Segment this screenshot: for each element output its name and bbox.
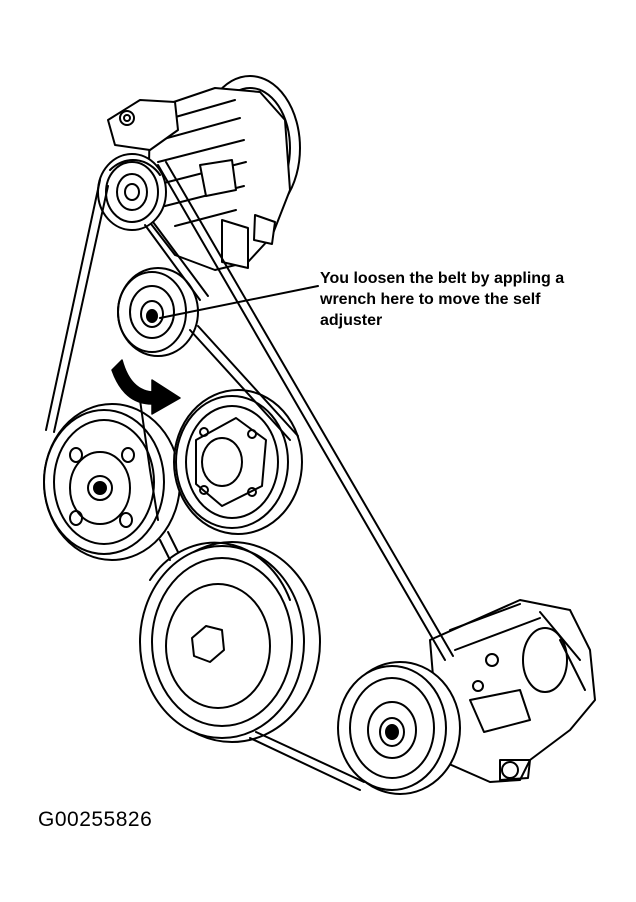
callout-text: You loosen the belt by appling a wrench … [320, 268, 620, 331]
water-pump-pulley [174, 390, 302, 534]
power-steering-pump-pulley [44, 404, 180, 560]
figure-id: G00255826 [38, 808, 153, 831]
ac-compressor [338, 600, 595, 794]
serpentine-belt [46, 162, 453, 790]
callout-line-3: adjuster [320, 312, 383, 329]
alternator [98, 76, 300, 270]
callout-leader-line [160, 286, 318, 318]
crankshaft-pulley [140, 542, 320, 742]
callout-line-1: You loosen the belt by appling a [320, 270, 565, 287]
self-adjuster-tensioner [118, 268, 198, 356]
rotation-arrow-icon [112, 360, 180, 520]
callout-line-2: wrench here to move the self [320, 291, 541, 308]
